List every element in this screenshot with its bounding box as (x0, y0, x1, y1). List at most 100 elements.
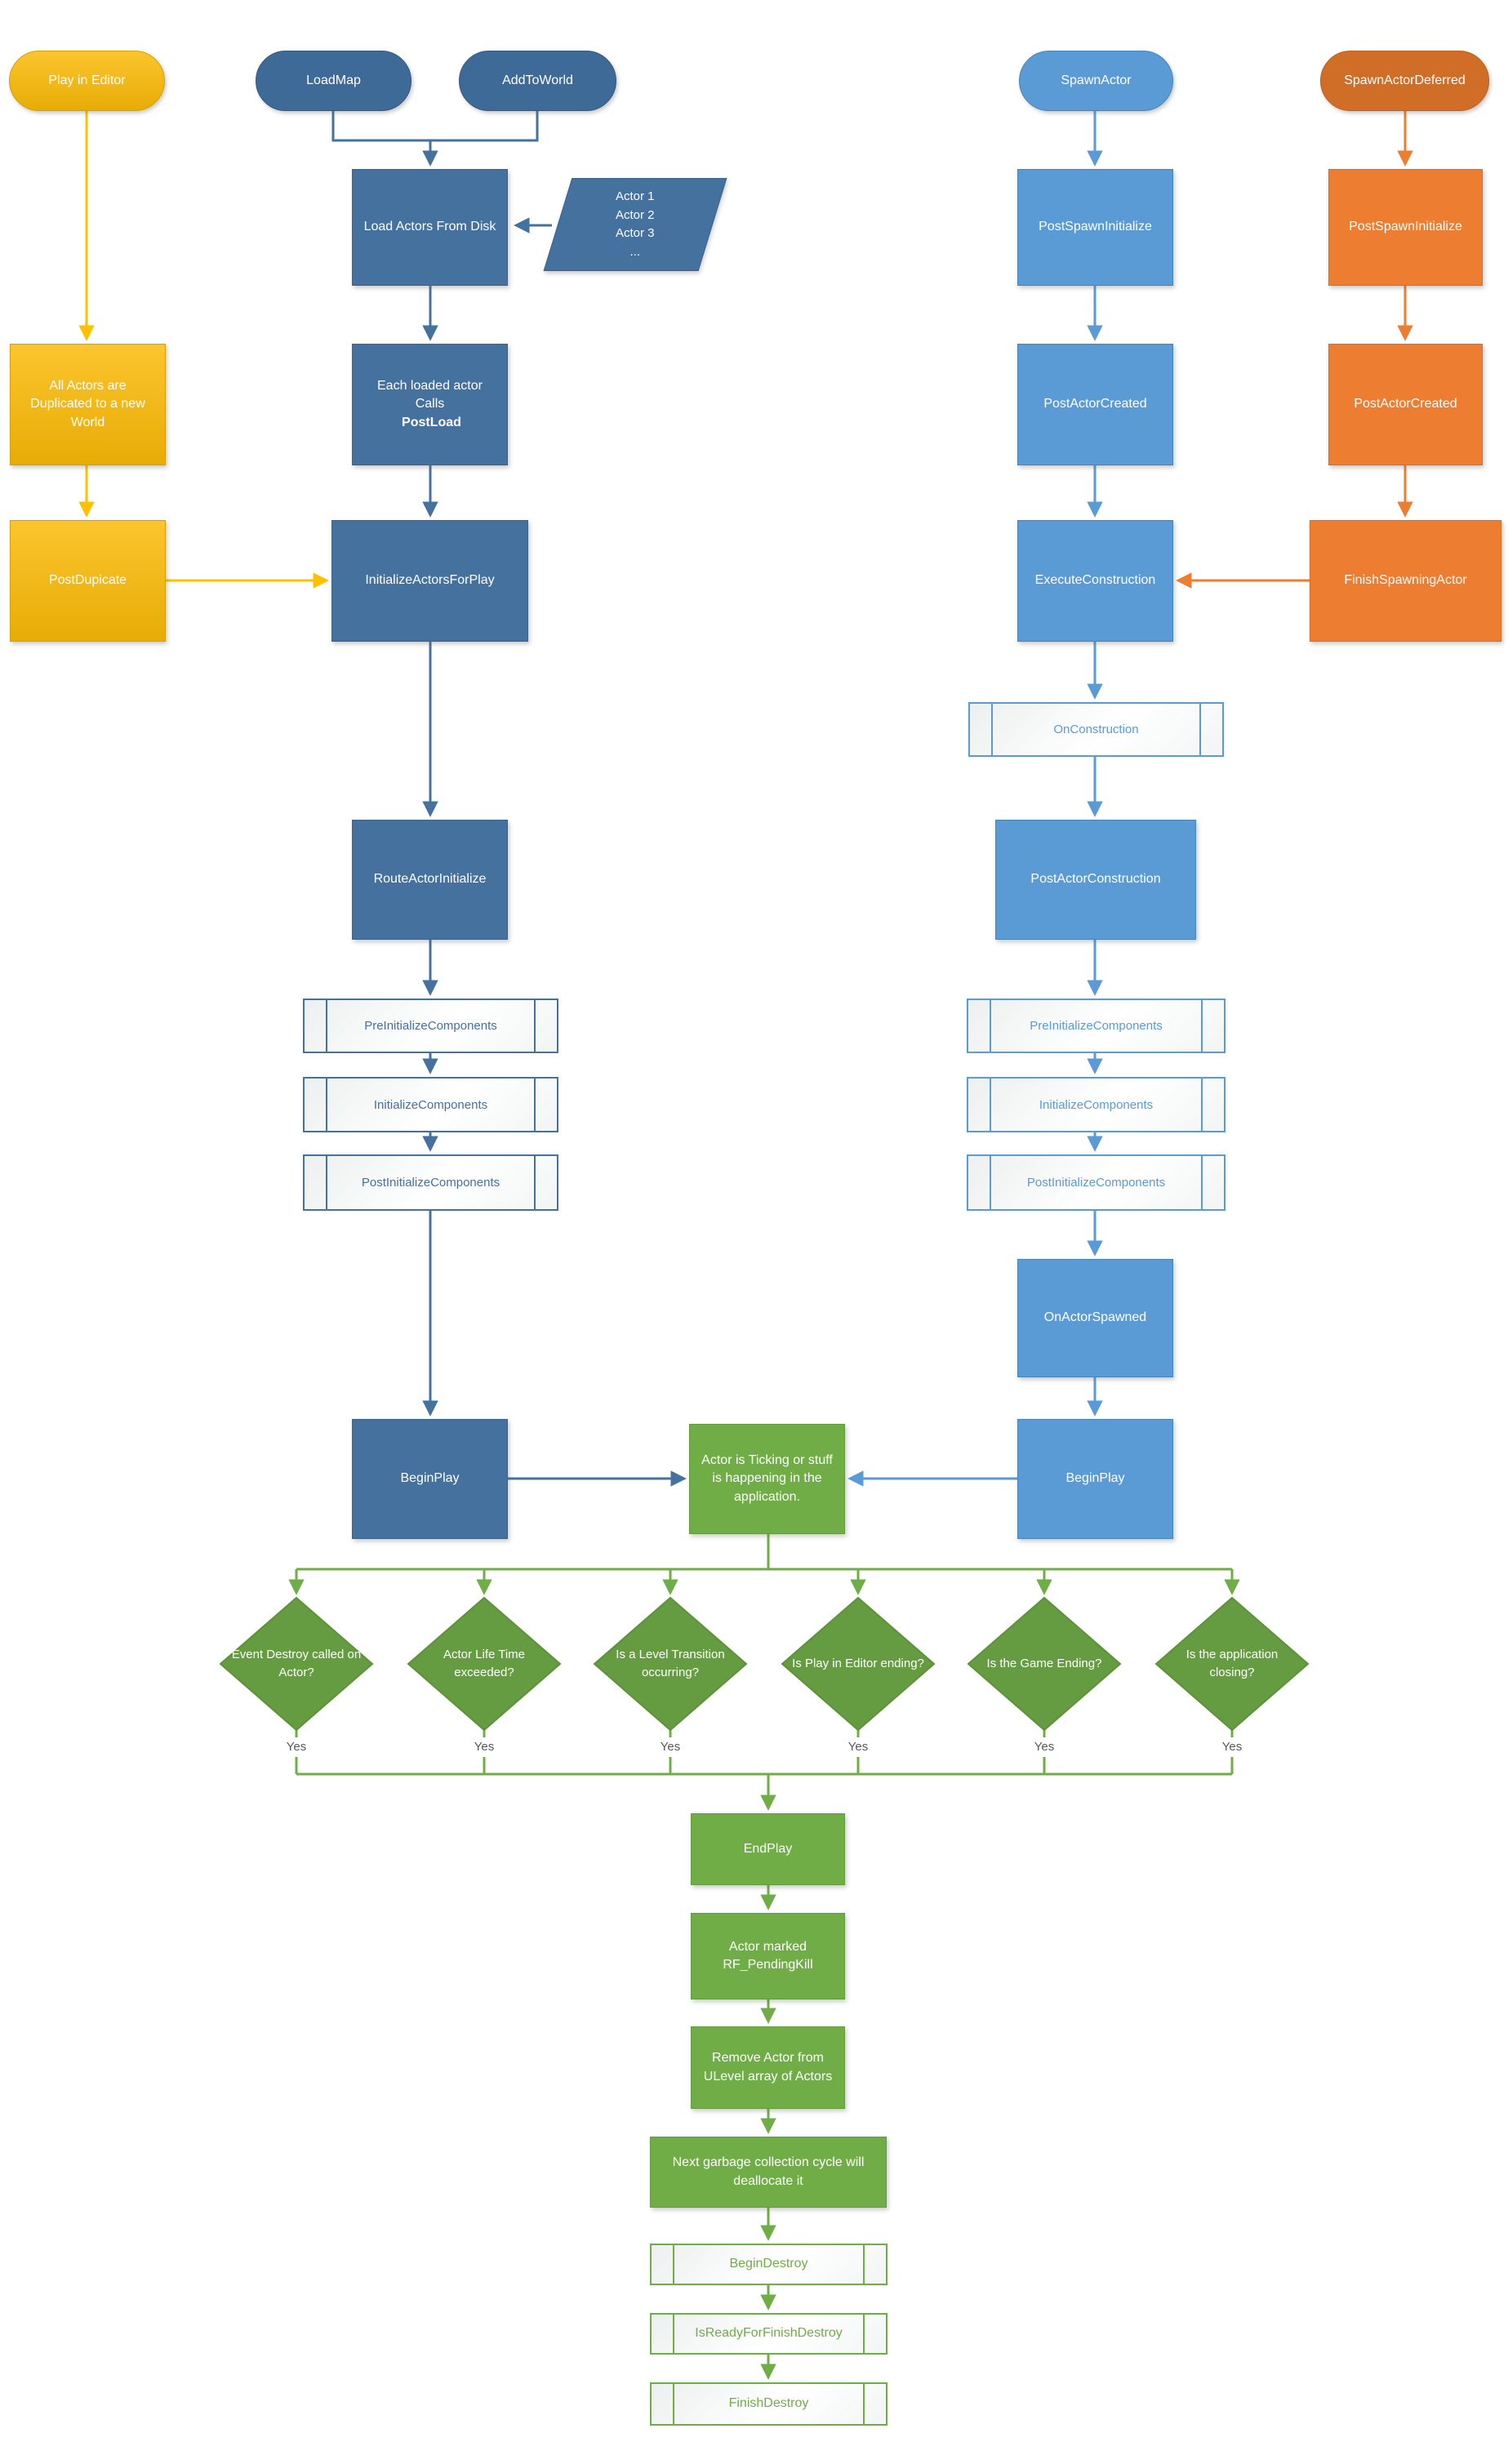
end-play-box: EndPlay (691, 1813, 845, 1885)
decision-application-closing-label: Is the application closing? (1185, 1648, 1279, 1679)
finish-spawning-actor-label: FinishSpawningActor (1344, 573, 1467, 588)
post-actor-construction-box: PostActorConstruction (995, 820, 1196, 940)
yes-label-6: Yes (1208, 1736, 1257, 1757)
decision-lifetime-exceeded-label: Actor Life Time exceeded? (443, 1648, 526, 1679)
each-loaded-actor-line1: Each loaded actor (377, 378, 483, 393)
finish-destroy-label: FinishDestroy (728, 2396, 809, 2411)
actor-ticking-box: Actor is Ticking or stuff is happening i… (689, 1424, 845, 1534)
actor-marked-pending-kill-box: Actor marked RF_PendingKill (691, 1913, 845, 1999)
initialize-components-subroutine-spawn: InitializeComponents (967, 1077, 1226, 1132)
play-in-editor-label: Play in Editor (48, 73, 126, 87)
post-actor-created-label-deferred: PostActorCreated (1354, 397, 1457, 411)
decision-event-destroy: Event Destroy called on Actor? (227, 1621, 366, 1706)
decision-pie-ending: Is Play in Editor ending? (789, 1621, 927, 1706)
orange-connectors (1176, 111, 1413, 589)
is-ready-for-finish-destroy-subroutine: IsReadyForFinishDestroy (650, 2313, 887, 2355)
calls-text: Calls (415, 397, 445, 411)
yes-text-4: Yes (847, 1739, 869, 1754)
yes-label-5: Yes (1020, 1736, 1069, 1757)
spawn-actor-start: SpawnActor (1019, 51, 1173, 111)
actor-list-lines: Actor 1 Actor 2 Actor 3 ... (616, 188, 655, 261)
actor-list-parallelogram: Actor 1 Actor 2 Actor 3 ... (543, 178, 727, 271)
pre-initialize-components-subroutine-spawn: PreInitializeComponents (967, 998, 1226, 1053)
load-actors-from-disk-box: Load Actors From Disk (352, 169, 508, 286)
execute-construction-label: ExecuteConstruction (1034, 573, 1156, 588)
initialize-components-label: InitializeComponents (373, 1097, 488, 1112)
post-spawn-initialize-label-deferred: PostSpawnInitialize (1349, 220, 1462, 234)
decision-application-closing: Is the application closing? (1163, 1621, 1301, 1706)
post-spawn-initialize-label-spawn: PostSpawnInitialize (1039, 220, 1152, 234)
initialize-actors-for-play-label: InitializeActorsForPlay (365, 573, 495, 588)
begin-play-box-spawn: BeginPlay (1017, 1419, 1173, 1539)
finish-destroy-subroutine: FinishDestroy (650, 2382, 887, 2426)
begin-destroy-subroutine: BeginDestroy (650, 2244, 887, 2285)
play-in-editor-start: Play in Editor (9, 51, 165, 111)
decision-diamonds (219, 1596, 1310, 1732)
is-ready-for-finish-destroy-label: IsReadyForFinishDestroy (695, 2326, 843, 2341)
yes-text-5: Yes (1034, 1739, 1055, 1754)
spawn-actor-label: SpawnActor (1061, 73, 1132, 87)
decision-event-destroy-label: Event Destroy called on Actor? (231, 1648, 362, 1679)
actor-list-line-2: Actor 2 (616, 207, 655, 222)
spawn-actor-deferred-start: SpawnActorDeferred (1320, 51, 1489, 111)
load-map-start: LoadMap (256, 51, 411, 111)
on-actor-spawned-label: OnActorSpawned (1043, 1310, 1147, 1325)
next-gc-cycle-label: Next garbage collection cycle will deall… (672, 2155, 865, 2188)
execute-construction-box: ExecuteConstruction (1017, 520, 1173, 642)
post-duplicate-label: PostDupicate (48, 573, 127, 588)
next-gc-cycle-box: Next garbage collection cycle will deall… (650, 2137, 887, 2208)
post-actor-created-box-spawn: PostActorCreated (1017, 344, 1173, 465)
post-initialize-components-subroutine-load: PostInitializeComponents (303, 1154, 558, 1211)
pre-initialize-components-label-spawn: PreInitializeComponents (1030, 1019, 1163, 1033)
post-actor-created-label-spawn: PostActorCreated (1043, 397, 1147, 411)
actor-list-line-4: ... (629, 244, 641, 259)
dark-blue-connectors (331, 111, 687, 1487)
actor-list-line-3: Actor 3 (616, 226, 655, 240)
decision-level-transition: Is a Level Transition occurring? (605, 1621, 736, 1706)
post-initialize-components-subroutine-spawn: PostInitializeComponents (967, 1154, 1226, 1211)
finish-spawning-actor-box: FinishSpawningActor (1310, 520, 1501, 642)
post-duplicate-box: PostDupicate (10, 520, 166, 642)
decision-level-transition-label: Is a Level Transition occurring? (616, 1648, 725, 1679)
pre-initialize-components-subroutine-load: PreInitializeComponents (303, 998, 558, 1053)
all-actors-duplicated-box: All Actors are Duplicated to a new World (10, 344, 166, 465)
post-actor-construction-label: PostActorConstruction (1030, 872, 1161, 887)
yellow-connectors (78, 111, 329, 589)
yes-text-3: Yes (660, 1739, 681, 1754)
begin-play-label-spawn: BeginPlay (1065, 1471, 1125, 1486)
remove-actor-from-ulevel-box: Remove Actor from ULevel array of Actors (691, 2026, 845, 2109)
on-actor-spawned-box: OnActorSpawned (1017, 1259, 1173, 1377)
decision-game-ending-label: Is the Game Ending? (986, 1657, 1102, 1671)
initialize-components-subroutine-load: InitializeComponents (303, 1077, 558, 1132)
on-construction-subroutine: OnConstruction (968, 702, 1224, 757)
route-actor-initialize-box: RouteActorInitialize (352, 820, 508, 940)
begin-destroy-label: BeginDestroy (729, 2257, 808, 2271)
blue-connectors (847, 111, 1103, 1487)
load-map-label: LoadMap (306, 73, 361, 87)
yes-label-4: Yes (834, 1736, 883, 1757)
yes-text-1: Yes (286, 1739, 307, 1754)
post-actor-created-box-deferred: PostActorCreated (1328, 344, 1483, 465)
actor-marked-pending-kill-label: Actor marked RF_PendingKill (723, 1939, 813, 1972)
begin-play-box-load: BeginPlay (352, 1419, 508, 1539)
spawn-actor-deferred-label: SpawnActorDeferred (1344, 73, 1466, 87)
begin-play-label-load: BeginPlay (400, 1471, 460, 1486)
post-spawn-initialize-box-deferred: PostSpawnInitialize (1328, 169, 1483, 286)
load-actors-from-disk-label: Load Actors From Disk (363, 220, 496, 234)
remove-actor-from-ulevel-label: Remove Actor from ULevel array of Actors (703, 2051, 833, 2084)
yes-label-2: Yes (460, 1736, 509, 1757)
post-spawn-initialize-box-spawn: PostSpawnInitialize (1017, 169, 1173, 286)
post-initialize-components-label-spawn: PostInitializeComponents (1026, 1176, 1166, 1190)
on-construction-label: OnConstruction (1053, 723, 1139, 736)
all-actors-duplicated-label: All Actors are Duplicated to a new World (30, 378, 145, 429)
yes-label-3: Yes (646, 1736, 695, 1757)
decision-lifetime-exceeded: Actor Life Time exceeded? (415, 1621, 554, 1706)
yes-text-2: Yes (474, 1739, 495, 1754)
green-connectors (288, 1534, 1240, 2380)
postload-text: PostLoad (402, 415, 461, 429)
